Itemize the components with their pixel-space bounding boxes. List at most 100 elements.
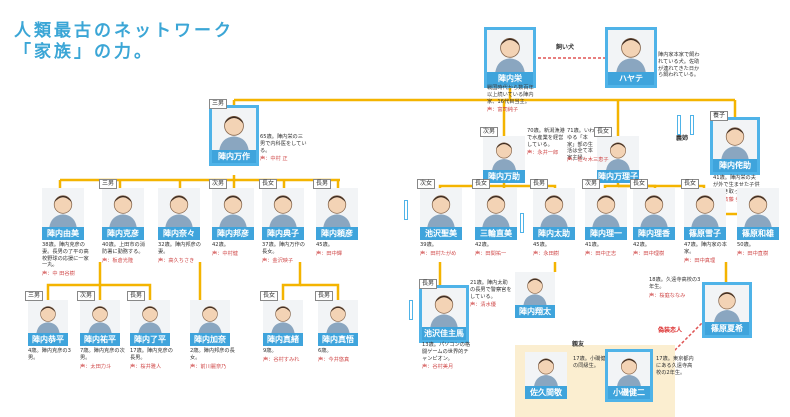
- description: 13歳。パソコンの格闘ゲームの世界的チャンピオン。: [422, 342, 471, 362]
- portrait-icon: [49, 195, 77, 227]
- description: 戦国時代から数百年以上続いている陣内家、16代目当主。: [487, 85, 534, 105]
- connector: [603, 183, 620, 188]
- description: 45歳。: [533, 242, 550, 248]
- relation-tag: 三男: [209, 99, 228, 109]
- voice-credit: 声：斎藤 歩: [713, 197, 741, 204]
- label-kamo: 偽装恋人: [658, 327, 683, 334]
- description: 50歳。: [737, 242, 754, 248]
- description: 37歳。陣内万作の長女。: [262, 242, 305, 255]
- portrait-icon: [138, 306, 162, 333]
- portrait-icon: [691, 195, 719, 227]
- relation-tag: 次女: [417, 179, 436, 189]
- portrait-icon: [492, 142, 516, 170]
- relation-tag: 長男: [315, 291, 334, 301]
- person-card-sakae[interactable]: 陣内栄戦国時代から数百年以上続いている陣内家、16代目当主。声：富司純子: [487, 30, 534, 113]
- description: 32歳。陣内邦彦の妻。: [158, 242, 201, 255]
- person-card-kenji[interactable]: 小磯健二 17歳。東京都内にある久遠寺高校の2年生。: [608, 352, 694, 399]
- name-label: 佐久間敬: [525, 386, 567, 399]
- label-friend: 親友: [572, 341, 585, 348]
- name-label: 陣内由美: [42, 227, 84, 240]
- portrait-icon: [165, 195, 193, 227]
- relation-tag: 長女: [630, 179, 649, 189]
- portrait-icon: [540, 195, 568, 227]
- voice-credit: 声：高久ちさき: [158, 257, 195, 264]
- portrait-icon: [271, 306, 295, 333]
- portrait-icon: [269, 195, 297, 227]
- portrait-icon: [495, 37, 525, 72]
- person-card-hayate[interactable]: ハヤテ陣内家本家で飼われている犬。佐助が連れてきた日から飼われている。: [608, 30, 700, 85]
- voice-credit: 声：清水優: [470, 302, 496, 309]
- label-ane: 義姉: [676, 135, 689, 142]
- name-label: 陣内祐平: [80, 333, 120, 346]
- name-label: ハヤテ: [608, 72, 654, 85]
- name-label: 陣内理一: [585, 227, 627, 240]
- name-label: 陣内典子: [262, 227, 304, 240]
- description: 4歳。陣内克彦の3男。: [28, 348, 71, 361]
- portrait-icon: [482, 195, 510, 227]
- portrait-icon: [326, 306, 350, 333]
- description: 42歳。: [633, 242, 650, 248]
- marker: [677, 115, 681, 135]
- relation-tag: 次男: [582, 179, 601, 189]
- name-label: 小磯健二: [608, 386, 650, 399]
- description: 39歳。: [420, 242, 437, 248]
- header-line2: 「家族」の力。: [14, 42, 154, 62]
- portrait-icon: [721, 127, 749, 159]
- voice-credit: 声：田村たがめ: [420, 250, 457, 257]
- name-label: 陣内万助: [483, 170, 525, 183]
- portrait-icon: [592, 195, 620, 227]
- description: 17歳。東京都内にある久遠寺高校の2年生。: [656, 356, 694, 376]
- portrait-icon: [534, 358, 558, 386]
- relation-tag: 三男: [99, 179, 118, 189]
- portrait-icon: [219, 115, 249, 150]
- portrait-icon: [640, 195, 668, 227]
- relation-tag: 長女: [472, 179, 491, 189]
- description: 65歳。陣内栄の三男で内科医をしている。: [260, 134, 307, 154]
- voice-credit: 声：田間祐一: [475, 250, 507, 257]
- description: 40歳。上田市の消防署に勤務する。: [102, 242, 145, 255]
- label-pet: 飼い犬: [556, 44, 575, 51]
- name-label: 篠原和雄: [737, 227, 779, 240]
- name-label: 陣内真悟: [318, 333, 358, 346]
- voice-credit: 声：田中輝: [316, 250, 342, 257]
- description: 41歳。陣内栄の夫が外で生ませた子供を引き取った。: [713, 175, 760, 195]
- connector: [100, 283, 152, 300]
- description: 2歳。陣内邦彦の長女。: [190, 348, 235, 361]
- voice-credit: 声：桜井雅人: [130, 363, 162, 370]
- voice-credit: 声：田中理樹: [633, 250, 665, 257]
- portrait-icon: [109, 195, 137, 227]
- description: 45歳。: [316, 242, 333, 248]
- portrait-icon: [430, 295, 458, 327]
- name-label: 陣内頼彦: [316, 227, 358, 240]
- relation-tag: 長男: [419, 279, 438, 289]
- description: 6歳。: [318, 348, 332, 354]
- description: 42歳。: [475, 242, 492, 248]
